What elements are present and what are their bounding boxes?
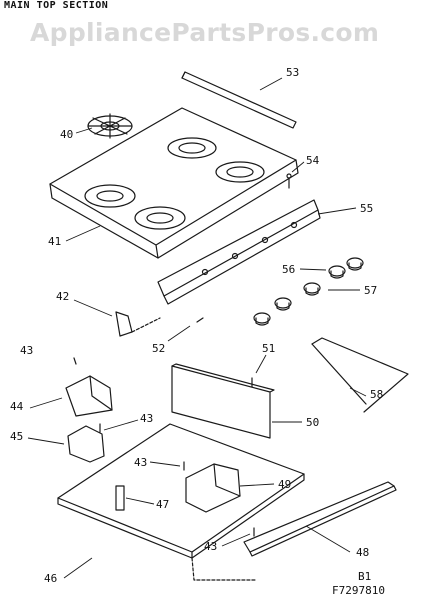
section-title: MAIN TOP SECTION xyxy=(4,0,109,11)
callout-42: 42 xyxy=(56,290,69,303)
part-41-cooktop xyxy=(49,107,299,259)
part-50-rear-panel xyxy=(171,363,275,439)
watermark: AppliancePartsPros.com xyxy=(30,18,380,47)
part-47-pin xyxy=(115,485,125,511)
callout-41: 41 xyxy=(48,235,61,248)
part-54-screw xyxy=(286,173,292,189)
part-55-manifold-panel xyxy=(157,199,321,305)
callout-40: 40 xyxy=(60,128,73,141)
callout-53: 53 xyxy=(286,66,299,79)
callout-43-d: 43 xyxy=(204,540,217,553)
callout-43-b: 43 xyxy=(140,412,153,425)
part-49-bracket xyxy=(185,463,241,513)
callout-52: 52 xyxy=(152,342,165,355)
leader-lines xyxy=(27,77,367,579)
part-58-rod xyxy=(311,337,409,413)
callout-43-a: 43 xyxy=(20,344,33,357)
part-42-bracket xyxy=(115,311,161,337)
part-53-trim-strip xyxy=(181,71,297,129)
callout-58: 58 xyxy=(370,388,383,401)
part-43-screw-a xyxy=(73,357,77,365)
sheet-label: B1 xyxy=(358,570,372,583)
callout-57: 57 xyxy=(364,284,377,297)
part-48-strip xyxy=(243,481,397,557)
callout-50: 50 xyxy=(306,416,319,429)
part-46-base-plate xyxy=(57,423,305,581)
part-56-57-knobs xyxy=(253,257,364,326)
part-45-small-bracket xyxy=(67,425,105,463)
callout-51: 51 xyxy=(262,342,275,355)
part-52-screw xyxy=(196,317,204,323)
callout-46: 46 xyxy=(44,572,57,585)
part-number-label: F7297810 xyxy=(332,584,385,597)
callout-44: 44 xyxy=(10,400,24,413)
callout-48: 48 xyxy=(356,546,369,559)
callout-45: 45 xyxy=(10,430,23,443)
callout-55: 55 xyxy=(360,202,373,215)
part-44-heat-shield xyxy=(65,375,113,417)
callout-49: 49 xyxy=(278,478,291,491)
callout-54: 54 xyxy=(306,154,320,167)
callout-56: 56 xyxy=(282,263,295,276)
part-40-burner-grate xyxy=(87,113,133,139)
callout-47: 47 xyxy=(156,498,169,511)
callout-43-c: 43 xyxy=(134,456,147,469)
